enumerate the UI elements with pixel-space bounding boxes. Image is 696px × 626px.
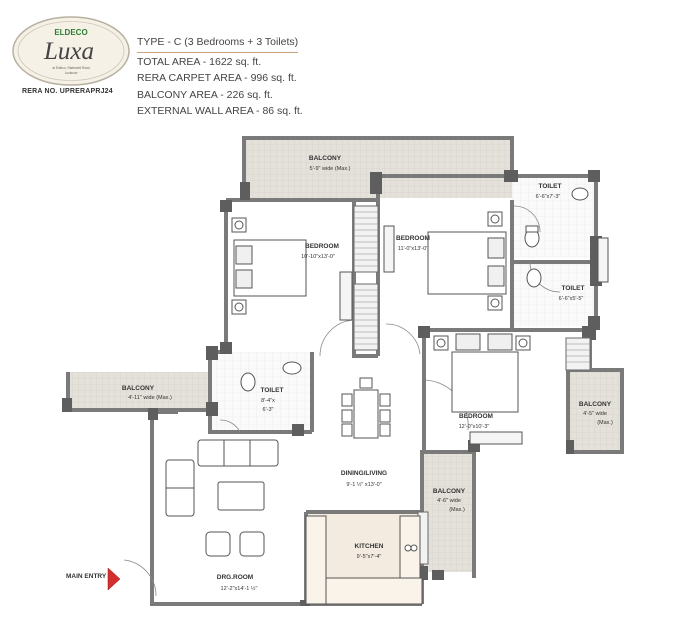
furniture (165, 187, 609, 605)
logo-name: Luxa (43, 38, 94, 65)
toilet-right-name: TOILET (562, 285, 585, 292)
balcony-left-area (68, 372, 208, 410)
toilet-left-dim2: 6'-3" (263, 407, 274, 413)
main-entry-label: MAIN ENTRY (66, 573, 107, 580)
logo-city: Lucknow (65, 71, 78, 75)
drawing-dim: 12'-2"x14'-1 ½" (221, 585, 258, 592)
toilet-right-floor (512, 262, 596, 326)
dining-name: DINING/LIVING (341, 470, 387, 477)
toilet-left-name: TOILET (261, 387, 284, 394)
kitchen-dim: 9'-5"x7'-4" (357, 554, 382, 560)
unit-specs: TYPE - C (3 Bedrooms + 3 Toilets) TOTAL … (137, 34, 303, 120)
balcony-area: BALCONY AREA - 226 sq. ft. (137, 88, 273, 101)
total-area: TOTAL AREA - 1622 sq. ft. (137, 55, 262, 68)
sliding-doors (353, 205, 591, 565)
external-wall-area: EXTERNAL WALL AREA - 86 sq. ft. (137, 105, 303, 117)
balcony-left-dim: 4'-11" wide (Max.) (128, 395, 172, 401)
logo-brand: ELDECO (54, 28, 87, 37)
drawing-name: DRG.ROOM (217, 574, 253, 581)
bedroom-left-name: BEDROOM (305, 243, 339, 250)
balcony-right-dim: 4'-5" wide (583, 411, 607, 417)
toilet-top-dim: 6'-6"x7'-3" (536, 194, 561, 200)
bedroom-center-name: BEDROOM (396, 235, 430, 242)
carpet-area: RERA CARPET AREA - 996 sq. ft. (137, 72, 297, 84)
eldeco-luxa-logo: ELDECO Luxa at Eldeco, Raebareli Road Lu… (12, 16, 130, 86)
balcony-mid-name: BALCONY (433, 488, 466, 495)
unit-type: TYPE - C (3 Bedrooms + 3 Toilets) (137, 34, 299, 53)
dining-dim: 9'-1 ½" x13'-0" (346, 481, 381, 488)
balcony-right-area (570, 370, 622, 452)
balcony-mid-area (424, 452, 474, 572)
toilet-left-dim: 8'-4"x (261, 398, 275, 404)
main-entry-arrow[interactable] (107, 567, 121, 591)
bedroom-center-dim: 11'-0"x13'-0" (398, 246, 428, 252)
bedroom-left-dim: 10'-10"x13'-0" (301, 254, 335, 260)
toilet-top-name: TOILET (539, 183, 562, 190)
balcony-top-name: BALCONY (309, 155, 342, 162)
balcony-right-name: BALCONY (579, 401, 612, 408)
balcony-top-dim: 5'-9" wide (Max.) (310, 166, 351, 172)
kitchen-name: KITCHEN (355, 543, 384, 550)
bedroom-right-dim: 12'-0"x10'-3" (459, 424, 490, 430)
balcony-mid-dim2: (Max.) (449, 507, 465, 513)
logo-tagline: at Eldeco, Raebareli Road (52, 66, 89, 70)
balcony-mid-dim: 4'-6" wide (437, 498, 461, 504)
balcony-right-dim2: (Max.) (597, 420, 613, 426)
rera-number: RERA NO. UPRERAPRJ24 (22, 88, 113, 95)
door-swings (123, 205, 561, 597)
toilet-right-dim: 6'-6"x5'-5" (559, 296, 584, 302)
balcony-left-name: BALCONY (122, 385, 155, 392)
bedroom-right-name: BEDROOM (459, 413, 493, 420)
